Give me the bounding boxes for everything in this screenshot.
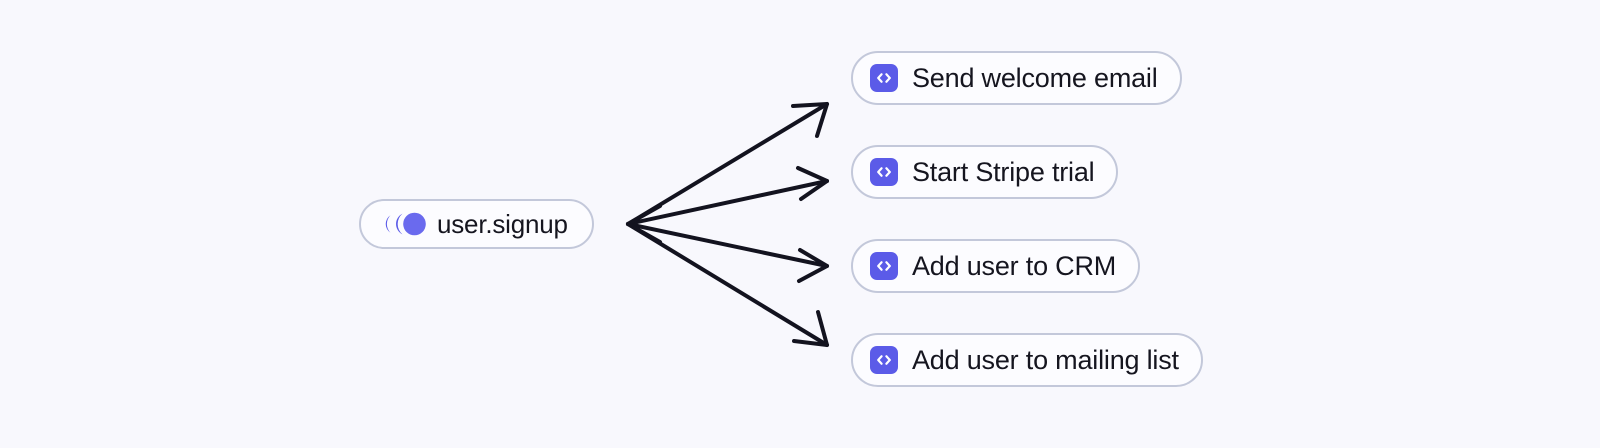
node-label: Add user to mailing list	[912, 344, 1179, 375]
edge-to-add-user-to-crm	[626, 222, 829, 283]
code-brackets-icon	[870, 252, 898, 280]
node-send-welcome-email[interactable]: Send welcome email	[851, 51, 1182, 105]
node-add-user-to-mailing-list[interactable]: Add user to mailing list	[851, 333, 1203, 387]
node-add-user-to-crm[interactable]: Add user to CRM	[851, 239, 1141, 293]
edge-origin-arrowhead	[626, 204, 662, 244]
signal-broadcast-icon	[380, 211, 426, 237]
node-start-stripe-trial[interactable]: Start Stripe trial	[851, 145, 1119, 199]
code-brackets-icon	[870, 346, 898, 374]
code-brackets-icon	[870, 158, 898, 186]
node-label: Send welcome email	[912, 62, 1158, 93]
node-label: Add user to CRM	[912, 250, 1117, 281]
edge-to-send-welcome-email	[626, 102, 829, 226]
node-label: user.signup	[437, 209, 568, 239]
node-label: Start Stripe trial	[912, 156, 1095, 187]
edge-to-start-stripe-trial	[626, 166, 829, 226]
node-user-signup[interactable]: user.signup	[359, 199, 594, 249]
code-brackets-icon	[870, 64, 898, 92]
edge-to-add-user-to-mailing-list	[626, 222, 829, 347]
